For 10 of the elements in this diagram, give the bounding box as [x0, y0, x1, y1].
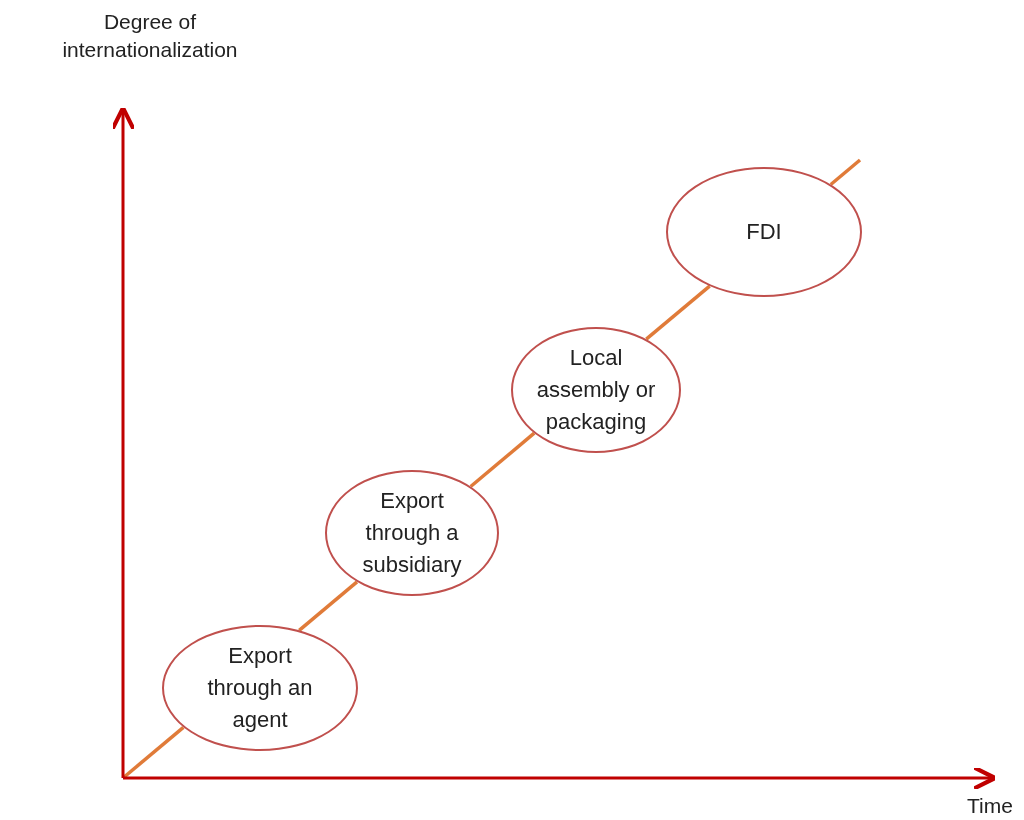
stage-label: Export through an agent — [206, 642, 314, 734]
y-axis-title: Degree of internationalization — [61, 9, 239, 64]
connector-line — [829, 158, 862, 186]
connector-line — [645, 284, 711, 341]
connector-line — [469, 431, 536, 488]
stage-label: FDI — [746, 218, 782, 247]
x-axis-title: Time — [966, 793, 1014, 819]
stage-label: Export through a subsidiary — [361, 487, 463, 579]
connector-line — [298, 580, 359, 632]
stage-label: Local assembly or packaging — [535, 344, 657, 436]
